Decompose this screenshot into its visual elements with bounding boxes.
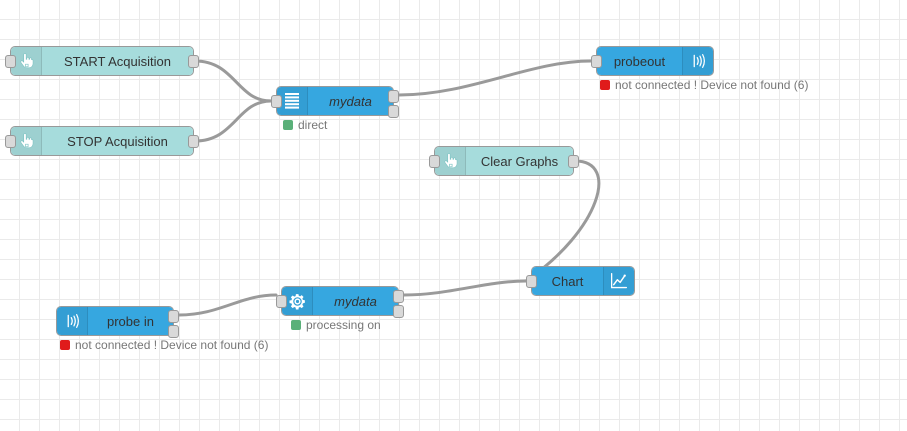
wire-cleargraphs-to-chart[interactable] [524,159,601,283]
port-input[interactable] [276,295,287,308]
wire-stop-to-mydata[interactable] [193,99,273,143]
wire-probein-to-mydataproc[interactable] [177,293,278,317]
port-output-1[interactable] [168,325,179,338]
node-label-probe-in: probe in [107,313,154,329]
status-dot-red [600,80,610,90]
node-label-clear-graphs: Clear Graphs [480,153,559,169]
node-probeout[interactable]: probeout [591,46,714,76]
port-output-1[interactable] [388,105,399,118]
wireless-signal-icon [682,47,713,75]
node-label-chart: Chart [551,273,584,289]
node-label-stop-acquisition: STOP Acquisition [67,133,168,149]
node-start-acquisition[interactable]: START Acquisition [5,46,199,76]
status-label: not connected ! Device not found (6) [615,78,809,92]
status-label: direct [298,118,328,132]
wireless-signal-icon [57,307,88,335]
pointing-hand-icon [11,127,42,155]
pointing-hand-icon [435,147,466,175]
port-input[interactable] [271,95,282,108]
node-probe-in[interactable]: probe in [56,306,179,338]
port-input[interactable] [526,275,537,288]
status-mydata-processing: processing on [291,318,381,332]
port-input[interactable] [5,55,16,68]
node-mydata-processing[interactable]: mydata [276,286,404,318]
status-label: not connected ! Device not found (6) [75,338,269,352]
wire-mydataproc-to-chart[interactable] [402,279,528,297]
pointing-hand-icon [11,47,42,75]
wire-start-to-mydata[interactable] [193,59,273,103]
wire-mydata-to-probeout[interactable] [397,59,593,97]
status-probe-in: not connected ! Device not found (6) [60,338,268,352]
port-output-0[interactable] [568,155,579,168]
node-label-mydata-processing: mydata [334,293,377,309]
node-chart[interactable]: Chart [526,266,635,296]
port-output-0[interactable] [388,90,399,103]
status-dot-green [291,320,301,330]
list-lines-icon [277,87,308,115]
port-output-0[interactable] [188,55,199,68]
status-mydata-direct: direct [283,118,327,132]
port-output-0[interactable] [168,310,179,323]
status-probeout: not connected ! Device not found (6) [600,78,808,92]
port-input[interactable] [429,155,440,168]
status-label: processing on [306,318,381,332]
port-output-1[interactable] [393,305,404,318]
port-input[interactable] [591,55,602,68]
node-mydata-direct[interactable]: mydata [271,86,399,118]
node-stop-acquisition[interactable]: STOP Acquisition [5,126,199,156]
port-input[interactable] [5,135,16,148]
node-label-mydata-direct: mydata [329,93,372,109]
node-label-probeout: probeout [613,53,666,69]
status-dot-green [283,120,293,130]
gear-icon [282,287,313,315]
node-clear-graphs[interactable]: Clear Graphs [429,146,579,176]
port-output-0[interactable] [188,135,199,148]
status-dot-red [60,340,70,350]
port-output-0[interactable] [393,290,404,303]
line-chart-icon [603,267,634,295]
node-label-start-acquisition: START Acquisition [64,53,171,69]
